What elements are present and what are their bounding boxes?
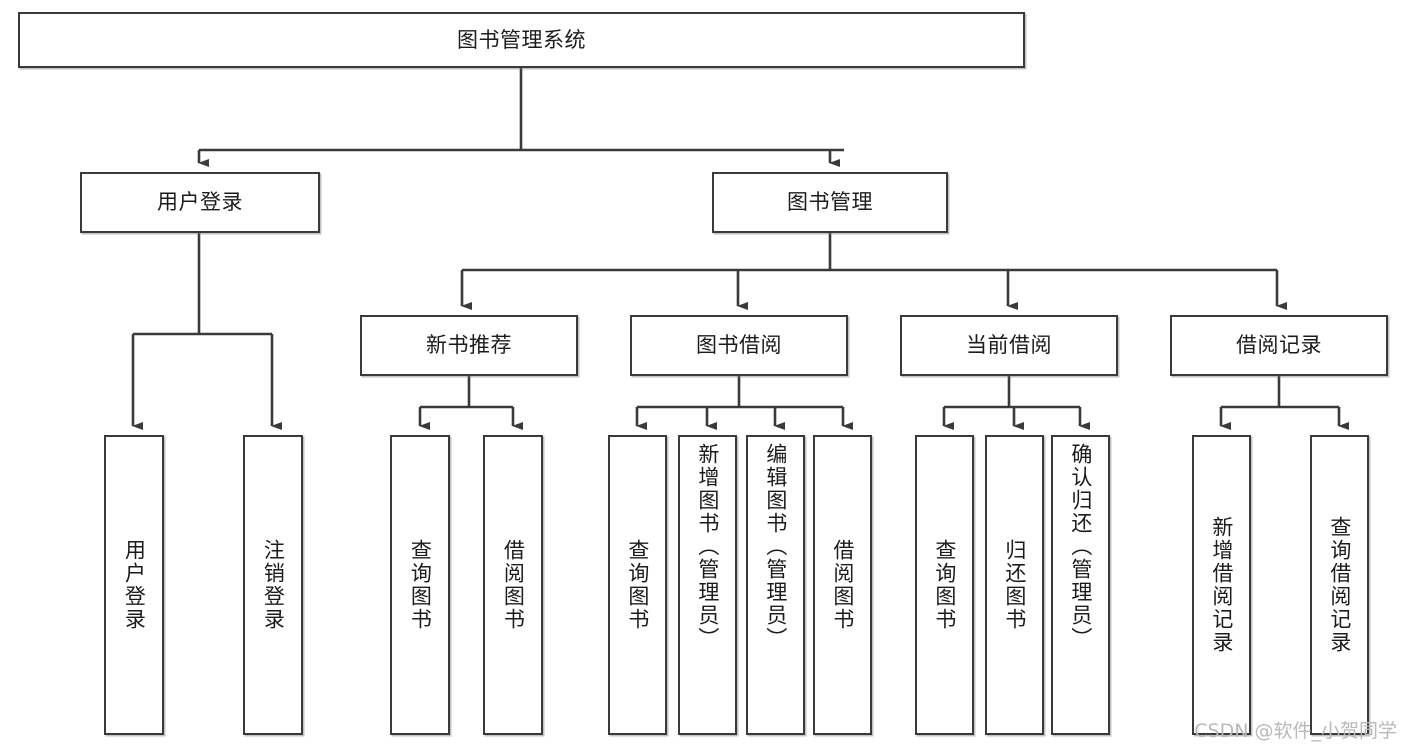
leaf-return-book[interactable]: 归还图书 [985,435,1044,735]
leaf-edit-book-admin[interactable]: 编辑图书（管理员） [746,435,805,735]
leaf-query-book-recommend-label: 查询图书 [408,539,433,631]
edge-borrowrecord-to-leaves [1219,376,1349,430]
leaf-confirm-return-admin-label: 确认归还（管理员） [1068,443,1093,650]
edge-currentborrow-to-leaves [942,376,1090,430]
node-current-borrow[interactable]: 当前借阅 [900,315,1118,376]
leaf-query-book-recommend[interactable]: 查询图书 [390,435,450,735]
leaf-query-borrow-record-label: 查询借阅记录 [1327,516,1352,654]
edge-newbookrec-to-leaves [418,376,523,430]
node-root-label: 图书管理系统 [457,27,586,52]
leaf-add-borrow-record[interactable]: 新增借阅记录 [1192,435,1251,735]
leaf-add-book-admin[interactable]: 新增图书（管理员） [678,435,737,735]
leaf-user-login-label: 用户登录 [122,539,147,631]
leaf-user-login[interactable]: 用户登录 [104,435,164,735]
node-book-manage-label: 图书管理 [787,190,873,215]
node-current-borrow-label: 当前借阅 [966,333,1052,358]
node-borrow-record[interactable]: 借阅记录 [1170,315,1388,376]
node-book-borrow-label: 图书借阅 [696,333,782,358]
node-book-borrow[interactable]: 图书借阅 [630,315,848,376]
node-borrow-record-label: 借阅记录 [1236,333,1322,358]
leaf-add-borrow-record-label: 新增借阅记录 [1209,516,1234,654]
node-book-manage[interactable]: 图书管理 [712,172,948,233]
leaf-user-logout[interactable]: 注销登录 [243,435,303,735]
leaf-edit-book-admin-label: 编辑图书（管理员） [763,443,788,650]
csdn-watermark: CSDN @软件_小贺同学 [1194,720,1397,742]
leaf-query-book-current[interactable]: 查询图书 [915,435,974,735]
node-new-book-recommend[interactable]: 新书推荐 [360,315,578,376]
edge-userlogin-to-leaves [131,233,282,430]
leaf-borrow-book-label: 借阅图书 [830,539,855,631]
leaf-query-borrow-record[interactable]: 查询借阅记录 [1310,435,1369,735]
leaf-borrow-book-recommend[interactable]: 借阅图书 [483,435,543,735]
leaf-query-book-borrow[interactable]: 查询图书 [608,435,667,735]
leaf-query-book-borrow-label: 查询图书 [625,539,650,631]
edge-root-to-level1 [197,68,844,167]
node-user-login-label: 用户登录 [157,190,243,215]
leaf-add-book-admin-label: 新增图书（管理员） [695,443,720,650]
leaf-borrow-book-recommend-label: 借阅图书 [501,539,526,631]
leaf-user-logout-label: 注销登录 [261,539,286,631]
leaf-query-book-current-label: 查询图书 [932,539,957,631]
leaf-confirm-return-admin[interactable]: 确认归还（管理员） [1051,435,1110,735]
edge-bookmanage-to-level2 [460,233,1287,310]
leaf-return-book-label: 归还图书 [1002,539,1027,631]
edge-bookborrow-to-leaves [635,376,853,430]
node-root[interactable]: 图书管理系统 [18,12,1025,68]
leaf-borrow-book[interactable]: 借阅图书 [813,435,872,735]
node-user-login[interactable]: 用户登录 [80,172,320,233]
node-new-book-recommend-label: 新书推荐 [426,333,512,358]
